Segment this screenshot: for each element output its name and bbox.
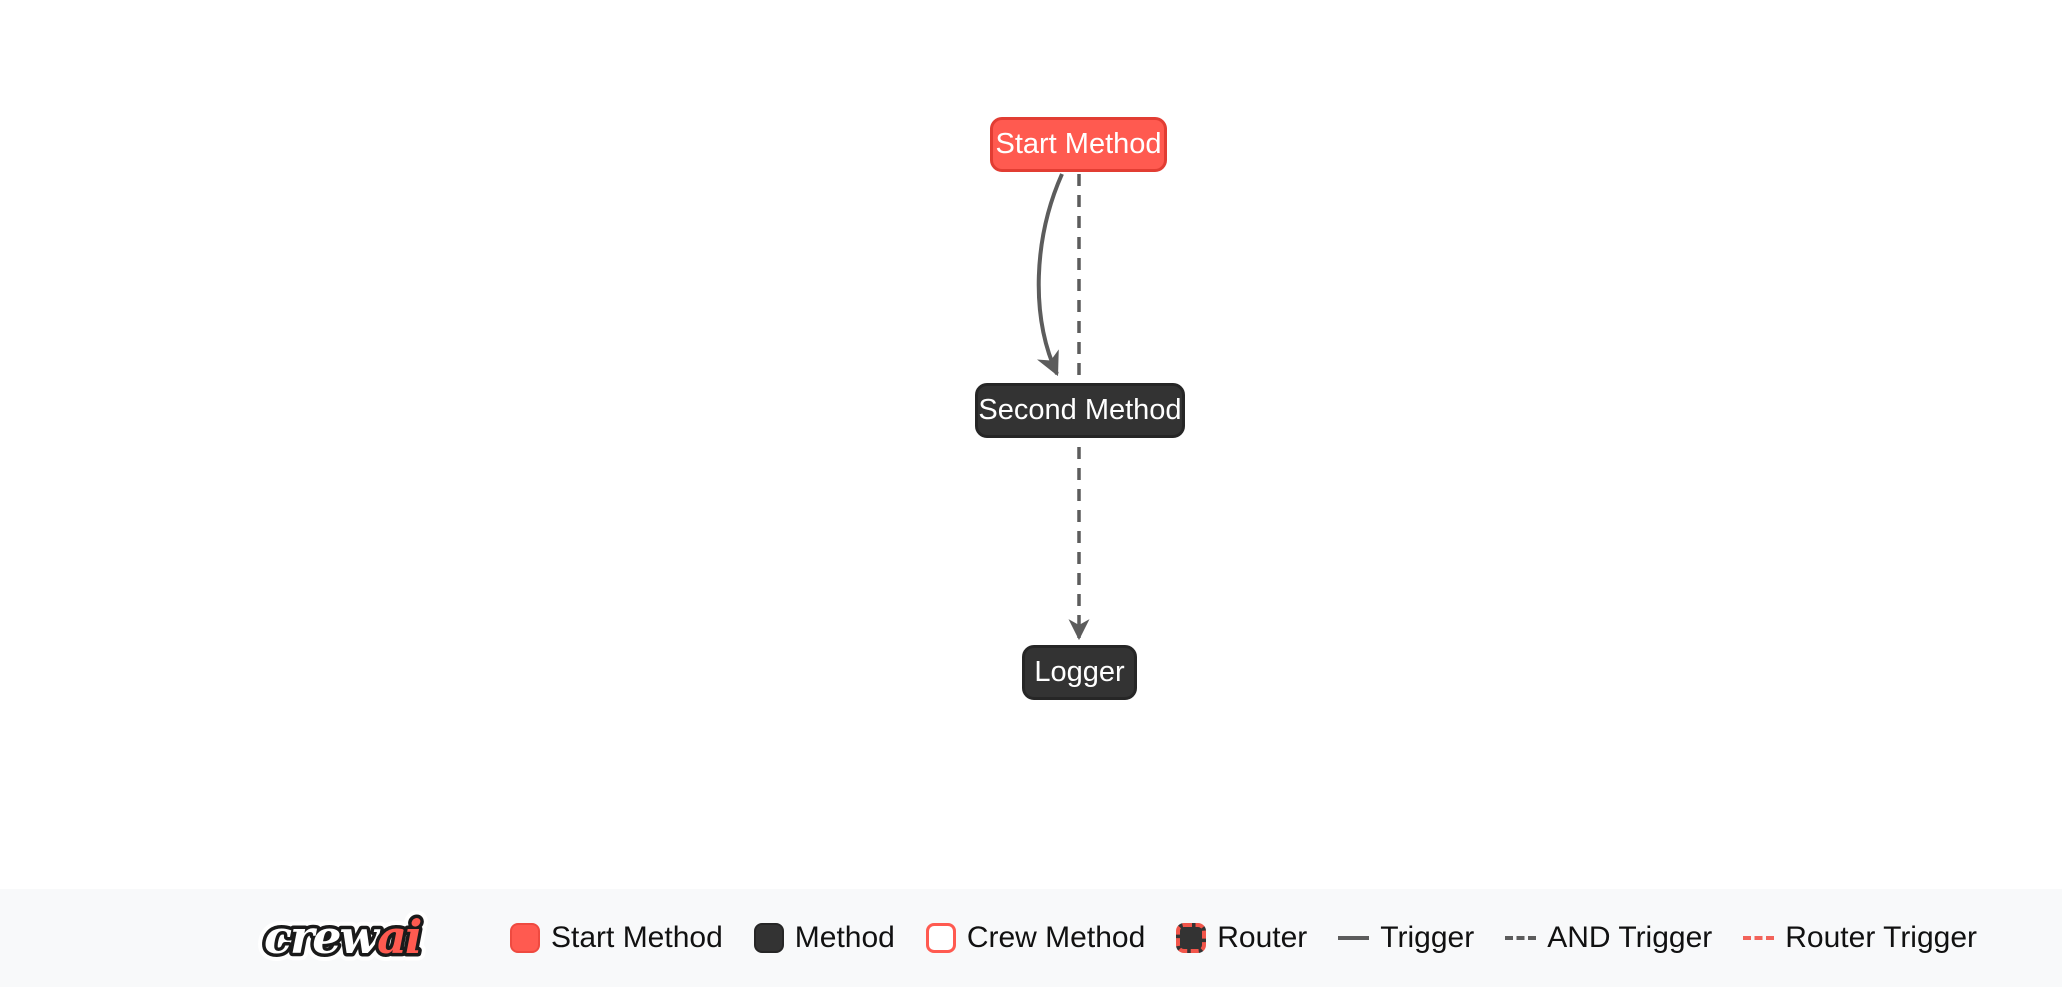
flow-node-start-method[interactable]: Start Method xyxy=(990,117,1167,172)
legend-item-router-trigger: Router Trigger xyxy=(1743,921,1977,955)
svg-text:crewai: crewai xyxy=(264,910,421,964)
router-swatch xyxy=(1176,923,1207,953)
start-method-swatch xyxy=(510,923,540,953)
flow-node-logger[interactable]: Logger xyxy=(1022,645,1137,700)
legend-label: Router xyxy=(1217,921,1308,954)
edge-trigger-solid xyxy=(1036,173,1064,377)
legend-label: Start Method xyxy=(551,921,723,954)
logo-text-ai: ai xyxy=(377,910,421,964)
legend-bar: crewai crewai Start Method Method Crew M… xyxy=(0,889,2062,987)
legend-label: Trigger xyxy=(1380,921,1475,954)
legend-label: Crew Method xyxy=(966,921,1146,954)
and-trigger-line-sample xyxy=(1505,936,1537,940)
node-label: Second Method xyxy=(978,394,1182,426)
svg-text:crewai: crewai xyxy=(264,910,421,964)
legend-label: Router Trigger xyxy=(1785,921,1978,954)
legend-item-and-trigger: AND Trigger xyxy=(1505,921,1712,955)
flow-node-second-method[interactable]: Second Method xyxy=(975,383,1185,438)
logo-text-crew: crew xyxy=(264,910,381,964)
legend-item-start-method: Start Method xyxy=(510,921,723,955)
legend-label: AND Trigger xyxy=(1547,921,1713,954)
router-trigger-line-sample xyxy=(1743,936,1775,940)
legend-item-trigger: Trigger xyxy=(1338,921,1474,955)
node-label: Logger xyxy=(1034,656,1125,688)
legend-item-router: Router xyxy=(1176,921,1307,955)
legend-item-method: Method xyxy=(753,921,895,955)
trigger-line-sample xyxy=(1338,936,1370,940)
legend-item-crew-method: Crew Method xyxy=(925,921,1146,955)
crew-method-swatch xyxy=(925,923,956,953)
crewai-logo: crewai crewai xyxy=(258,905,430,971)
flow-canvas[interactable]: Start Method Second Method Logger xyxy=(0,0,2062,889)
legend-label: Method xyxy=(794,921,895,954)
node-label: Start Method xyxy=(995,128,1162,160)
method-swatch xyxy=(753,923,784,953)
